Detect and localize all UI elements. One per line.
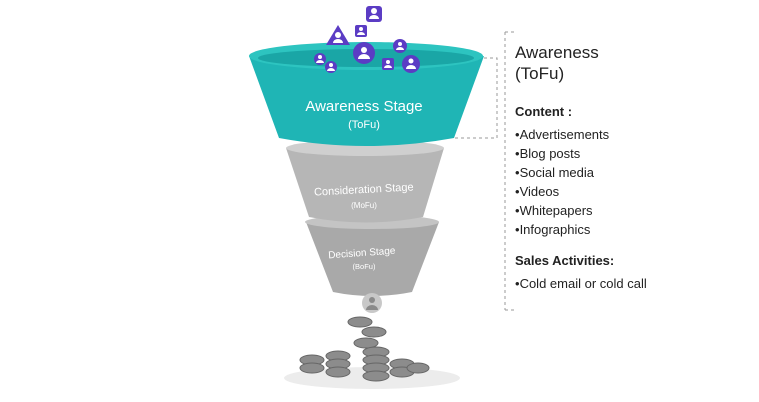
person-icon [393,39,407,53]
panel-title-line2: (ToFu) [515,64,565,83]
coin [299,362,325,374]
person-icon [402,55,420,73]
awareness-stage-label: Awareness Stage [305,98,422,115]
sales-activity-item: Cold email or cold call [515,274,755,293]
content-item: Advertisements [515,125,755,144]
content-item: Blog posts [515,144,755,163]
content-item: Social media [515,163,755,182]
awareness-stage: Awareness Stage (ToFu) [249,42,484,146]
sales-activities-heading: Sales Activities: [515,253,615,268]
person-icon [325,61,337,73]
panel-title-line1: Awareness [515,43,599,62]
coin [406,362,430,374]
consideration-stage: Consideration Stage (MoFu) [286,140,444,223]
coin-stack [299,316,430,382]
person-icon [326,25,350,45]
coin [347,316,373,328]
consideration-stage-abbr: (MoFu) [351,201,377,210]
coin [362,370,390,382]
awareness-stage-abbr: (ToFu) [348,119,380,131]
content-heading: Content : [515,104,573,119]
decision-stage-label: Decision Stage [328,246,396,262]
person-icon [314,53,326,65]
content-item: Videos [515,182,755,201]
decision-stage-abbr: (BoFu) [353,262,376,271]
person-icon [355,25,367,37]
consideration-stage-label: Consideration Stage [314,181,414,198]
falling-person-icon [362,293,382,313]
coin [361,326,387,338]
coin [325,366,351,378]
content-item: Infographics [515,220,755,239]
people-icons [314,6,420,73]
stage-details-panel: Awareness (ToFu) Content : Advertisement… [515,42,755,293]
content-list: Advertisements Blog posts Social media V… [515,125,755,239]
decision-stage: Decision Stage (BoFu) [305,215,439,296]
content-item: Whitepapers [515,201,755,220]
person-icon [382,58,394,70]
person-icon [366,6,382,22]
person-icon [353,42,375,64]
connector-bracket [455,31,515,311]
sales-activities-list: Cold email or cold call [515,274,755,293]
coin [353,337,379,349]
